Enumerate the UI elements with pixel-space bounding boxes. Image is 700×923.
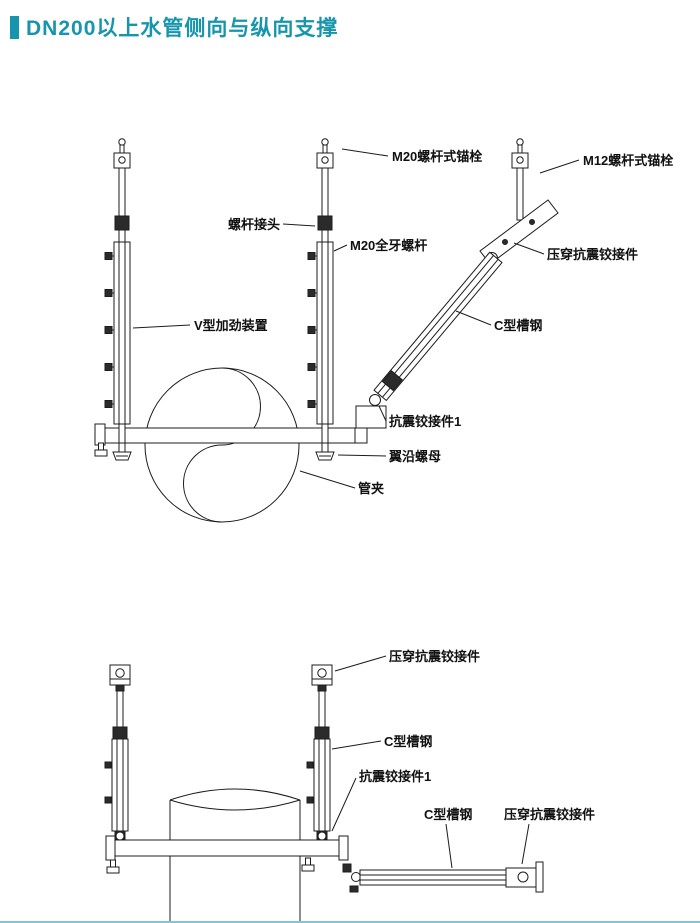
middle-hanger-assembly — [307, 138, 334, 449]
pipe-section — [144, 367, 300, 523]
label-wing-nut: 翼沿螺母 — [388, 449, 441, 464]
label-seismic-hinge1-bottom: 抗震铰接件1 — [359, 769, 431, 784]
page-header: DN200以上水管侧向与纵向支撑 — [10, 12, 338, 42]
horizontal-brace-assembly — [342, 861, 544, 893]
label-m20-anchor: M20螺杆式锚栓 — [392, 149, 482, 164]
label-punch-hinge-top: 压穿抗震铰接件 — [389, 649, 480, 664]
pipe-clamp-band — [94, 423, 368, 446]
label-pipe-clamp: 管夹 — [358, 481, 384, 496]
label-v-stiffener: V型加劲装置 — [194, 318, 268, 333]
label-c-channel-horizontal: C型槽钢 — [424, 807, 472, 822]
top-diagram: M20螺杆式锚栓 M12螺杆式锚栓 螺杆接头 M20全牙螺杆 压穿抗震铰接件 V… — [94, 138, 673, 523]
label-rod-coupler: 螺杆接头 — [228, 217, 280, 232]
pipe-clamp-band-bottom — [105, 835, 349, 874]
label-punch-hinge: 压穿抗震铰接件 — [547, 247, 638, 262]
leader-lines-top — [132, 148, 580, 489]
left-hanger-assembly — [104, 138, 131, 449]
title-accent-bar — [10, 15, 19, 39]
leader-lines-bottom — [331, 655, 530, 869]
bottom-accent-rule — [0, 921, 700, 923]
label-c-channel-vertical: C型槽钢 — [384, 734, 432, 749]
bottom-left-hanger-assembly — [104, 664, 131, 841]
label-punch-hinge-right: 压穿抗震铰接件 — [504, 807, 595, 822]
label-seismic-hinge1: 抗震铰接件1 — [389, 414, 461, 429]
vertical-pipe — [169, 788, 301, 921]
bottom-right-hanger-assembly — [306, 664, 333, 841]
page-title: DN200以上水管侧向与纵向支撑 — [26, 17, 339, 40]
label-c-channel: C型槽钢 — [494, 318, 542, 333]
diagonal-brace-assembly — [355, 138, 559, 429]
label-m20-rod: M20全牙螺杆 — [350, 238, 427, 253]
bottom-diagram: 压穿抗震铰接件 C型槽钢 抗震铰接件1 C型槽钢 压穿抗震铰接件 — [104, 649, 595, 921]
label-m12-anchor: M12螺杆式锚栓 — [583, 153, 673, 168]
